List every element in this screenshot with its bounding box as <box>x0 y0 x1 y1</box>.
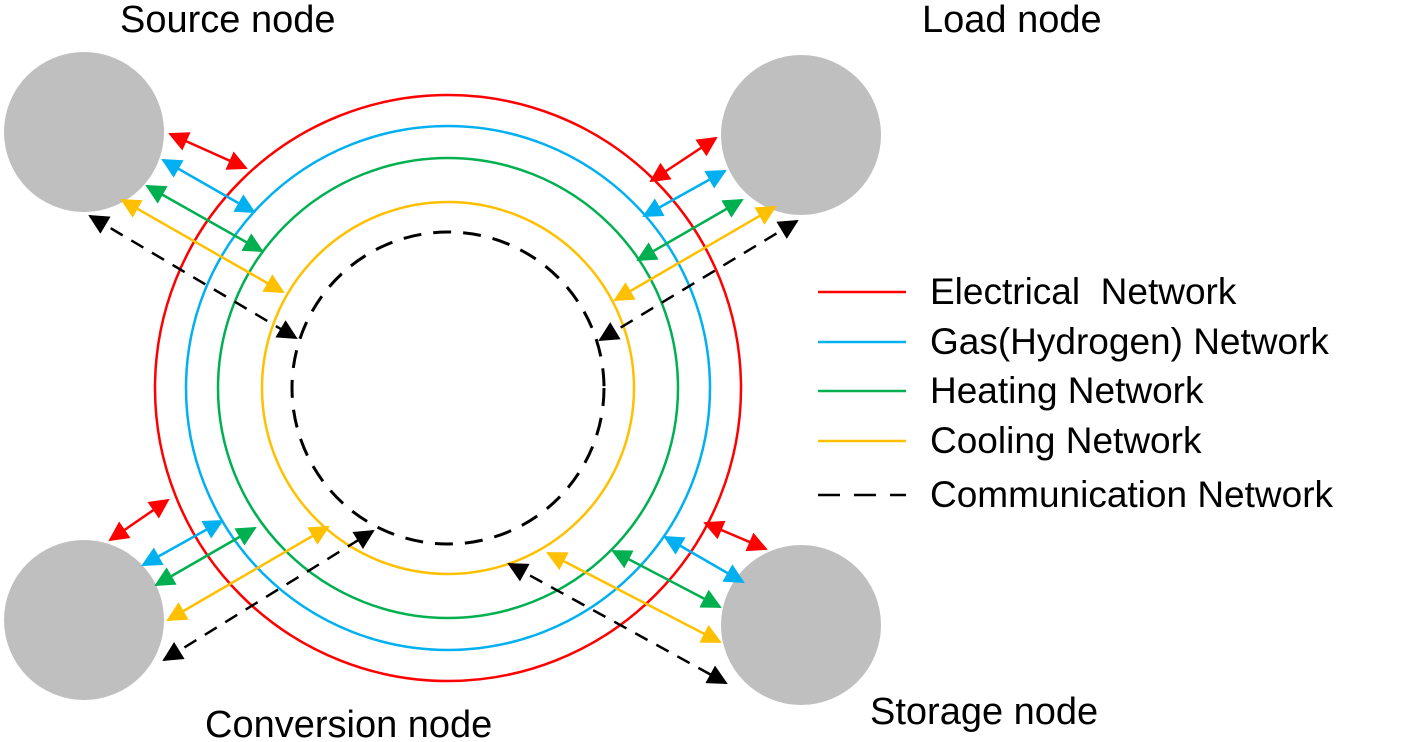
storage-node-circle <box>721 545 881 705</box>
heating-ring <box>216 156 680 620</box>
load-cooling-arrow <box>613 205 777 302</box>
legend-label-electrical: Electrical Network <box>930 271 1237 312</box>
legend-label-heating: Heating Network <box>930 370 1204 411</box>
legend-label-cooling: Cooling Network <box>930 420 1202 461</box>
communication-ring <box>290 230 606 546</box>
source-node-label: Source node <box>120 0 336 41</box>
conversion-communication-arrow <box>162 529 375 662</box>
connection-arrows <box>88 132 799 685</box>
gas-ring <box>184 124 712 652</box>
load-communication-arrow <box>598 219 799 342</box>
legend-label-gas: Gas(Hydrogen) Network <box>930 321 1329 362</box>
load-node-circle <box>721 55 881 215</box>
storage-communication-arrow <box>507 562 728 685</box>
source-gas-arrow <box>161 158 256 214</box>
source-communication-arrow <box>88 214 298 340</box>
load-heating-arrow <box>636 198 744 262</box>
conversion-electrical-arrow <box>108 498 170 542</box>
source-electrical-arrow <box>168 132 248 170</box>
source-cooling-arrow <box>120 198 285 294</box>
storage-node-label: Storage node <box>870 691 1098 733</box>
conversion-node-label: Conversion node <box>205 704 492 742</box>
network-rings <box>153 93 743 683</box>
source-node-circle <box>4 52 164 212</box>
conversion-heating-arrow <box>154 526 257 587</box>
load-electrical-arrow <box>649 136 718 183</box>
load-node-label: Load node <box>922 0 1102 41</box>
source-heating-arrow <box>145 184 264 253</box>
storage-gas-arrow <box>663 535 745 584</box>
legend-label-communication: Communication Network <box>930 474 1334 515</box>
storage-cooling-arrow <box>546 551 722 644</box>
cooling-ring <box>260 200 636 576</box>
storage-electrical-arrow <box>703 520 768 552</box>
conversion-node-circle <box>4 540 164 700</box>
electrical-ring <box>153 93 743 683</box>
